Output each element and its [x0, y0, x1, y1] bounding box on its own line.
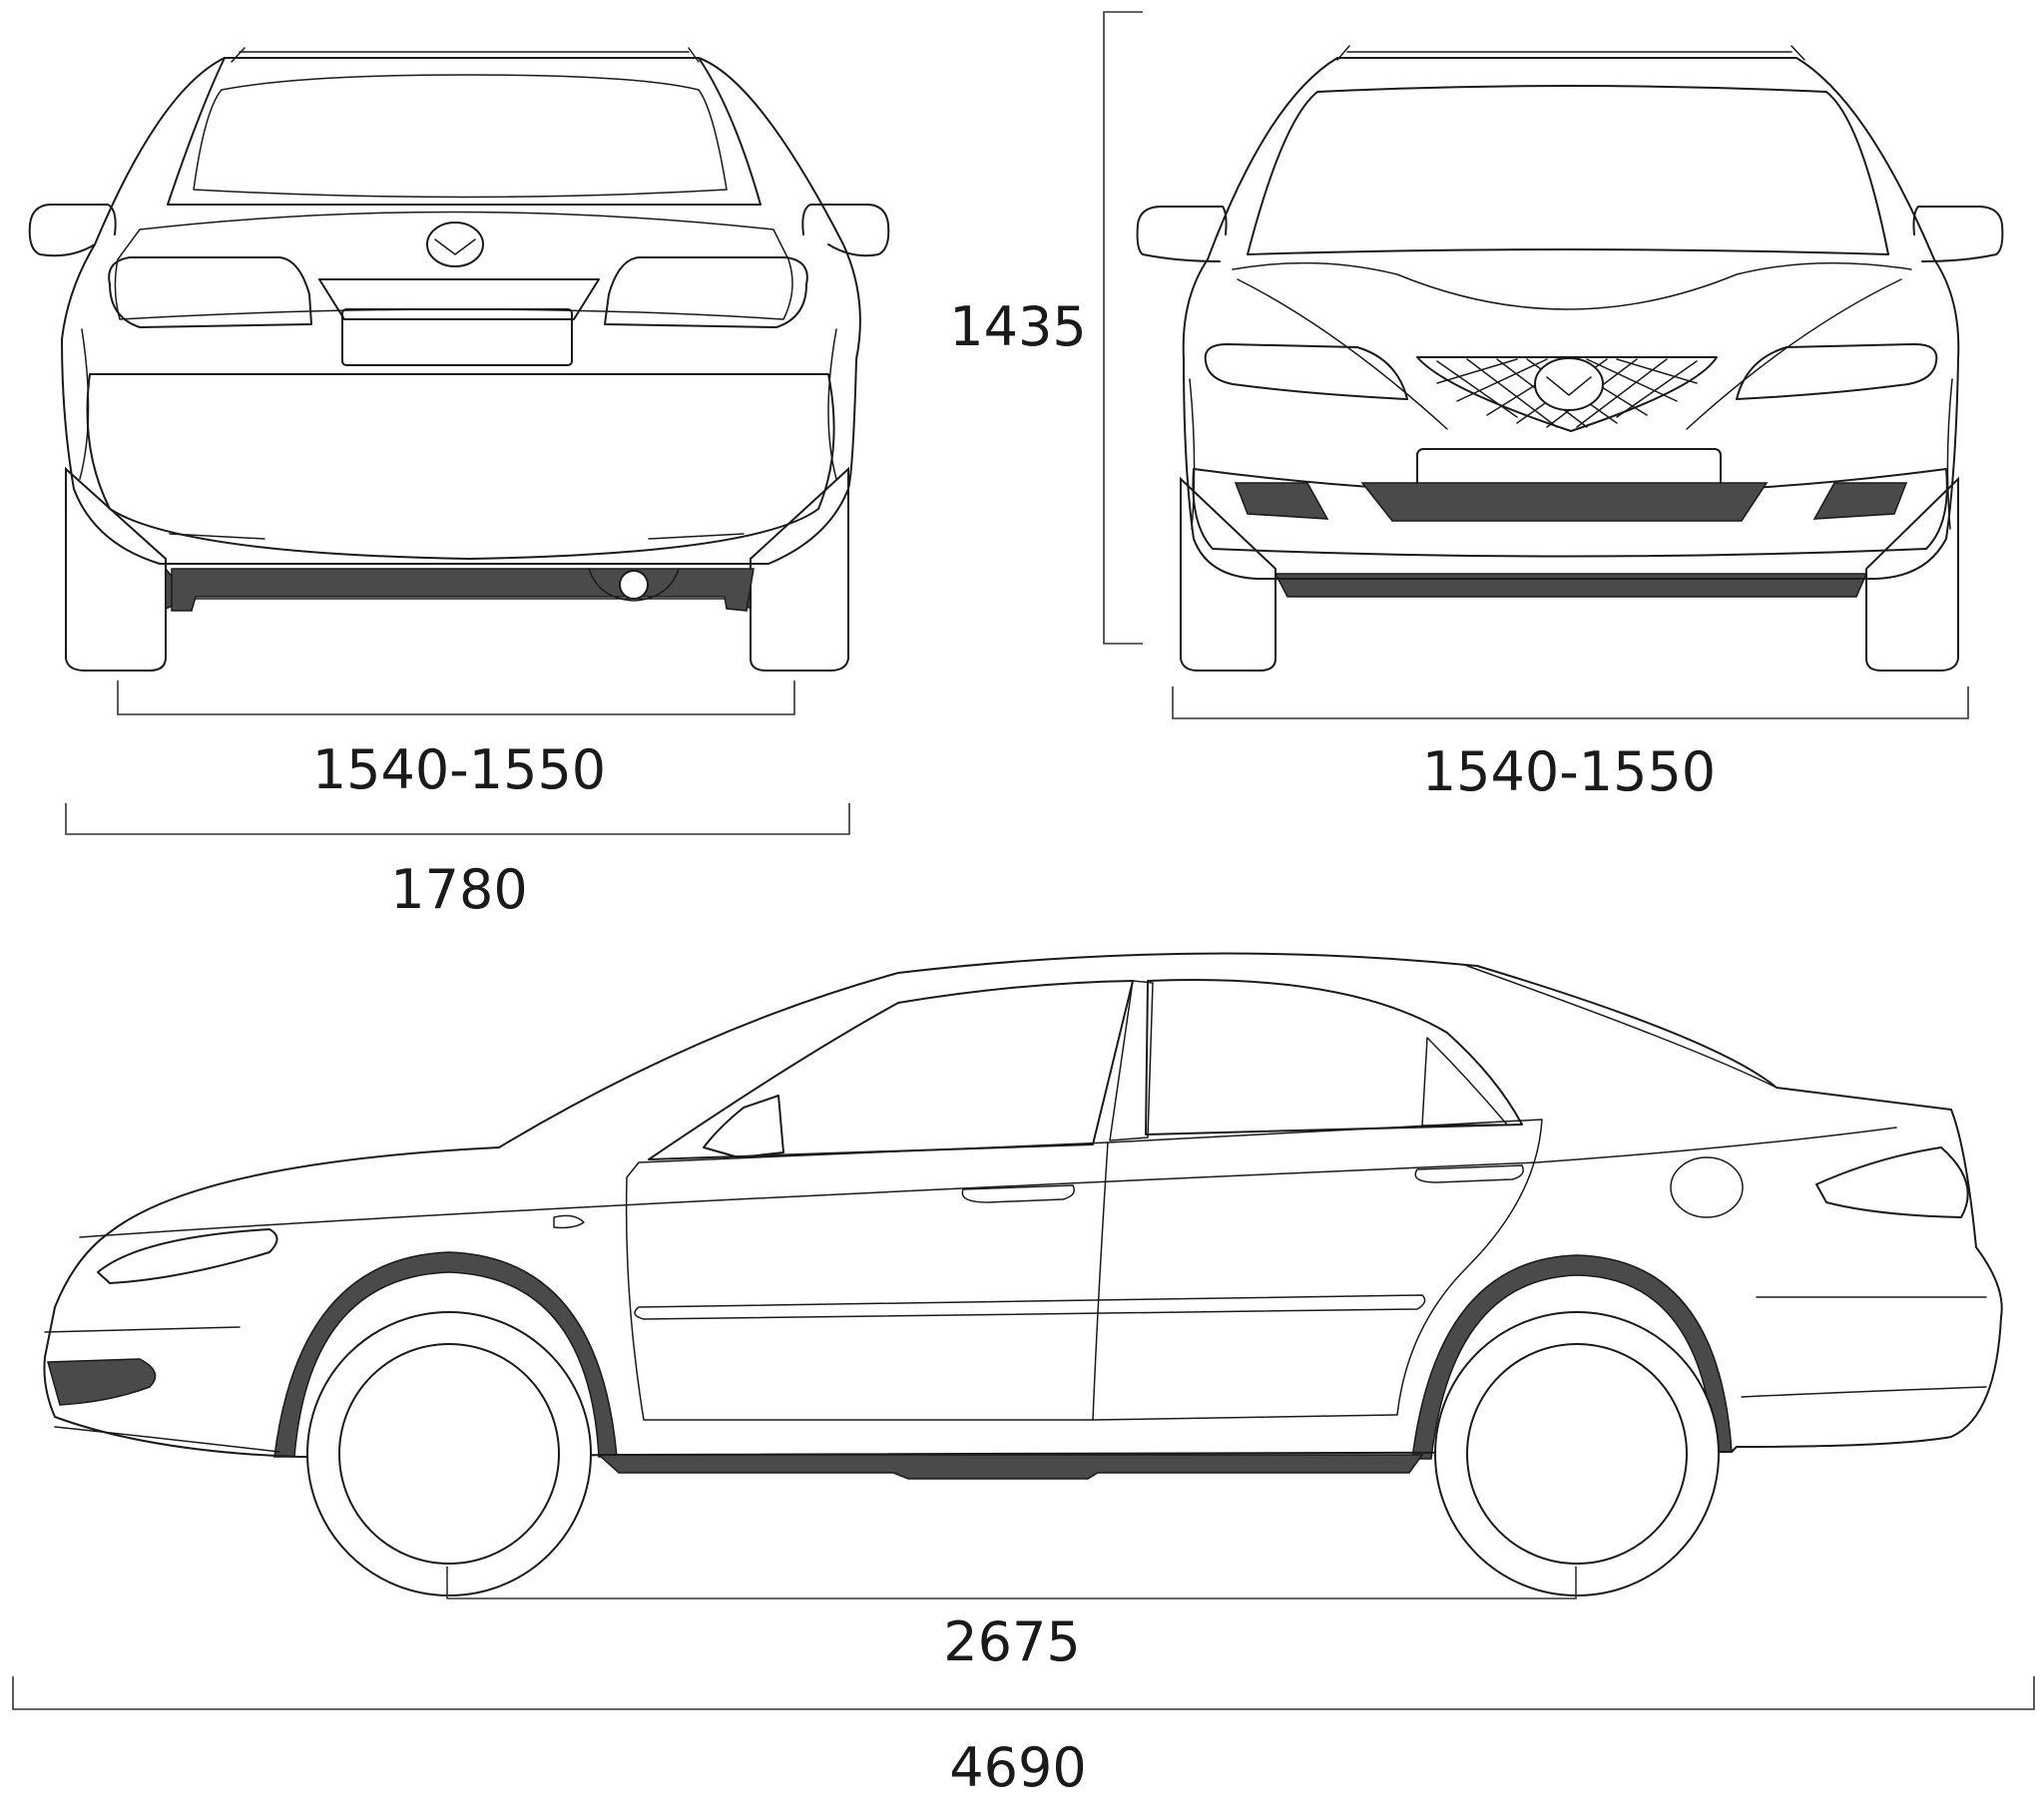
side-view — [43, 952, 2003, 1596]
hood-crease — [1237, 278, 1902, 430]
rear-view — [28, 47, 890, 672]
exhaust-tip — [619, 570, 649, 600]
wheelbase-line — [446, 1567, 1577, 1599]
b-pillar — [1109, 980, 1154, 1141]
right-foglamp-vent — [1812, 482, 1908, 520]
rear-logo-icon — [426, 222, 484, 267]
rear-left-lamp — [108, 256, 312, 328]
length-line — [12, 1676, 2035, 1710]
width-label: 1780 — [390, 858, 527, 921]
rear-body-outline — [61, 57, 861, 565]
rear-bumper — [86, 373, 835, 560]
side-front-foglamp — [47, 1358, 157, 1406]
rear-door — [1092, 1119, 1543, 1421]
rear-window-line — [1466, 965, 1778, 1089]
height-label: 1435 — [949, 295, 1086, 358]
side-mirror — [703, 1095, 784, 1158]
windshield — [1247, 85, 1889, 255]
front-underbody — [1274, 573, 1868, 598]
front-body-side-lines — [1189, 378, 1953, 530]
front-logo-icon — [1534, 357, 1604, 411]
side-window-front — [648, 980, 1134, 1160]
exhaust-shroud — [588, 568, 680, 602]
rear-roof-line — [231, 47, 700, 63]
front-right-mirror — [1912, 206, 2004, 262]
front-left-headlamp — [1204, 343, 1408, 400]
rear-right-tyre — [750, 466, 849, 672]
rear-left-tyre — [65, 466, 167, 672]
front-view — [1136, 45, 2004, 672]
rear-bumper-reflectors — [169, 533, 745, 540]
rear-bumper-crease — [1741, 1296, 1987, 1398]
rear-plate — [341, 308, 573, 366]
hood-line — [1232, 261, 1912, 310]
front-door-handle — [961, 1184, 1075, 1203]
front-wheel — [306, 1311, 592, 1596]
front-logo-wing — [1546, 376, 1592, 396]
side-sill — [597, 1454, 1424, 1480]
front-right-headlamp — [1736, 343, 1938, 400]
rear-wheel — [1434, 1311, 1720, 1596]
length-label: 4690 — [949, 1736, 1086, 1799]
height-line — [1103, 11, 1143, 645]
side-marker — [553, 1214, 585, 1229]
side-headlamp — [97, 1228, 278, 1284]
rear-plate-recess — [318, 278, 600, 320]
front-track-label: 1540-1550 — [1422, 740, 1716, 803]
dimension-labels: 1540-1550 1780 1435 1540-1550 2675 4690 — [312, 295, 1716, 1799]
door-rub-strip — [634, 1294, 1426, 1320]
rear-track-line — [117, 681, 795, 715]
rear-body-side-lines — [79, 328, 837, 480]
rear-window-frame — [167, 57, 762, 206]
front-track-line — [1172, 686, 1969, 719]
rear-quarter-window — [1421, 1037, 1508, 1127]
rear-left-mirror — [28, 204, 117, 257]
rear-window-glass — [193, 74, 728, 199]
rear-track-label: 1540-1550 — [312, 738, 606, 801]
trunk-lid — [114, 211, 793, 320]
rear-diffuser — [171, 568, 755, 612]
side-taillamp — [1815, 1146, 1969, 1218]
rear-right-lamp — [604, 256, 808, 328]
fuel-cap — [1670, 1156, 1744, 1218]
front-grille — [1416, 356, 1718, 432]
front-right-tyre — [1865, 476, 1959, 672]
wheelbase-label: 2675 — [943, 1610, 1080, 1673]
dimension-lines — [12, 11, 2035, 1710]
front-body-outline — [1182, 57, 1960, 580]
side-window-rear — [1145, 979, 1523, 1136]
left-foglamp-vent — [1234, 482, 1329, 520]
front-bumper-crease — [44, 1326, 280, 1453]
front-left-mirror — [1136, 206, 1228, 262]
rear-right-mirror — [801, 204, 890, 257]
width-line — [65, 803, 850, 835]
front-door — [625, 1141, 1109, 1421]
front-left-tyre — [1180, 476, 1277, 672]
beltline — [79, 1127, 1897, 1238]
rear-door-handle — [1414, 1164, 1524, 1183]
rear-logo-wing — [434, 238, 476, 255]
center-lower-vent — [1360, 482, 1769, 522]
front-roof-line — [1336, 45, 1805, 61]
